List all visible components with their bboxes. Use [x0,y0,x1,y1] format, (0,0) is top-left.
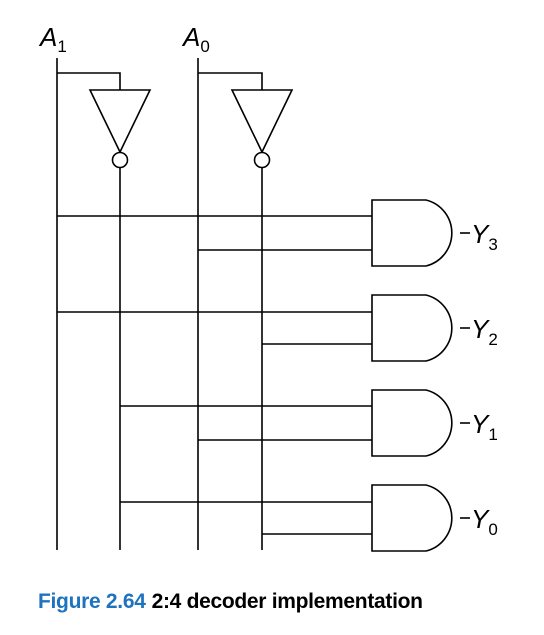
wire-a1-to-inverter [57,72,121,90]
input-a0-sub: 0 [200,37,209,56]
and-gate-y1 [371,389,453,457]
inverter-a1 [88,89,152,154]
figure-caption-text: 2:4 decoder implementation [151,590,423,613]
output-y1-letter: Y [471,409,490,439]
output-label-y3: Y3 [471,219,498,254]
inverter-a0 [230,89,294,154]
wire-a0-to-inverter [198,72,263,90]
output-y0-letter: Y [471,504,490,534]
output-label-y2: Y2 [471,314,498,349]
and-gate-y2 [371,294,453,362]
and-gate-y3 [371,199,453,267]
input-a1-letter: A [38,22,57,52]
output-y3-letter: Y [471,219,490,249]
input-a1-sub: 1 [57,37,66,56]
inverter-a1-bubble [111,151,129,169]
inverter-a0-bubble [253,151,271,169]
output-y3-sub: 3 [488,235,497,254]
input-a0-letter: A [181,22,200,52]
output-label-y1: Y1 [471,409,498,444]
and-gate-y0 [371,484,453,552]
input-label-a0: A0 [181,22,210,56]
input-label-a1: A1 [38,22,67,56]
figure-number: Figure 2.64 [38,590,146,613]
output-y2-letter: Y [471,314,490,344]
output-y2-sub: 2 [488,330,497,349]
output-y1-sub: 1 [488,425,497,444]
output-y0-sub: 0 [488,520,497,539]
output-label-y0: Y0 [471,504,498,539]
